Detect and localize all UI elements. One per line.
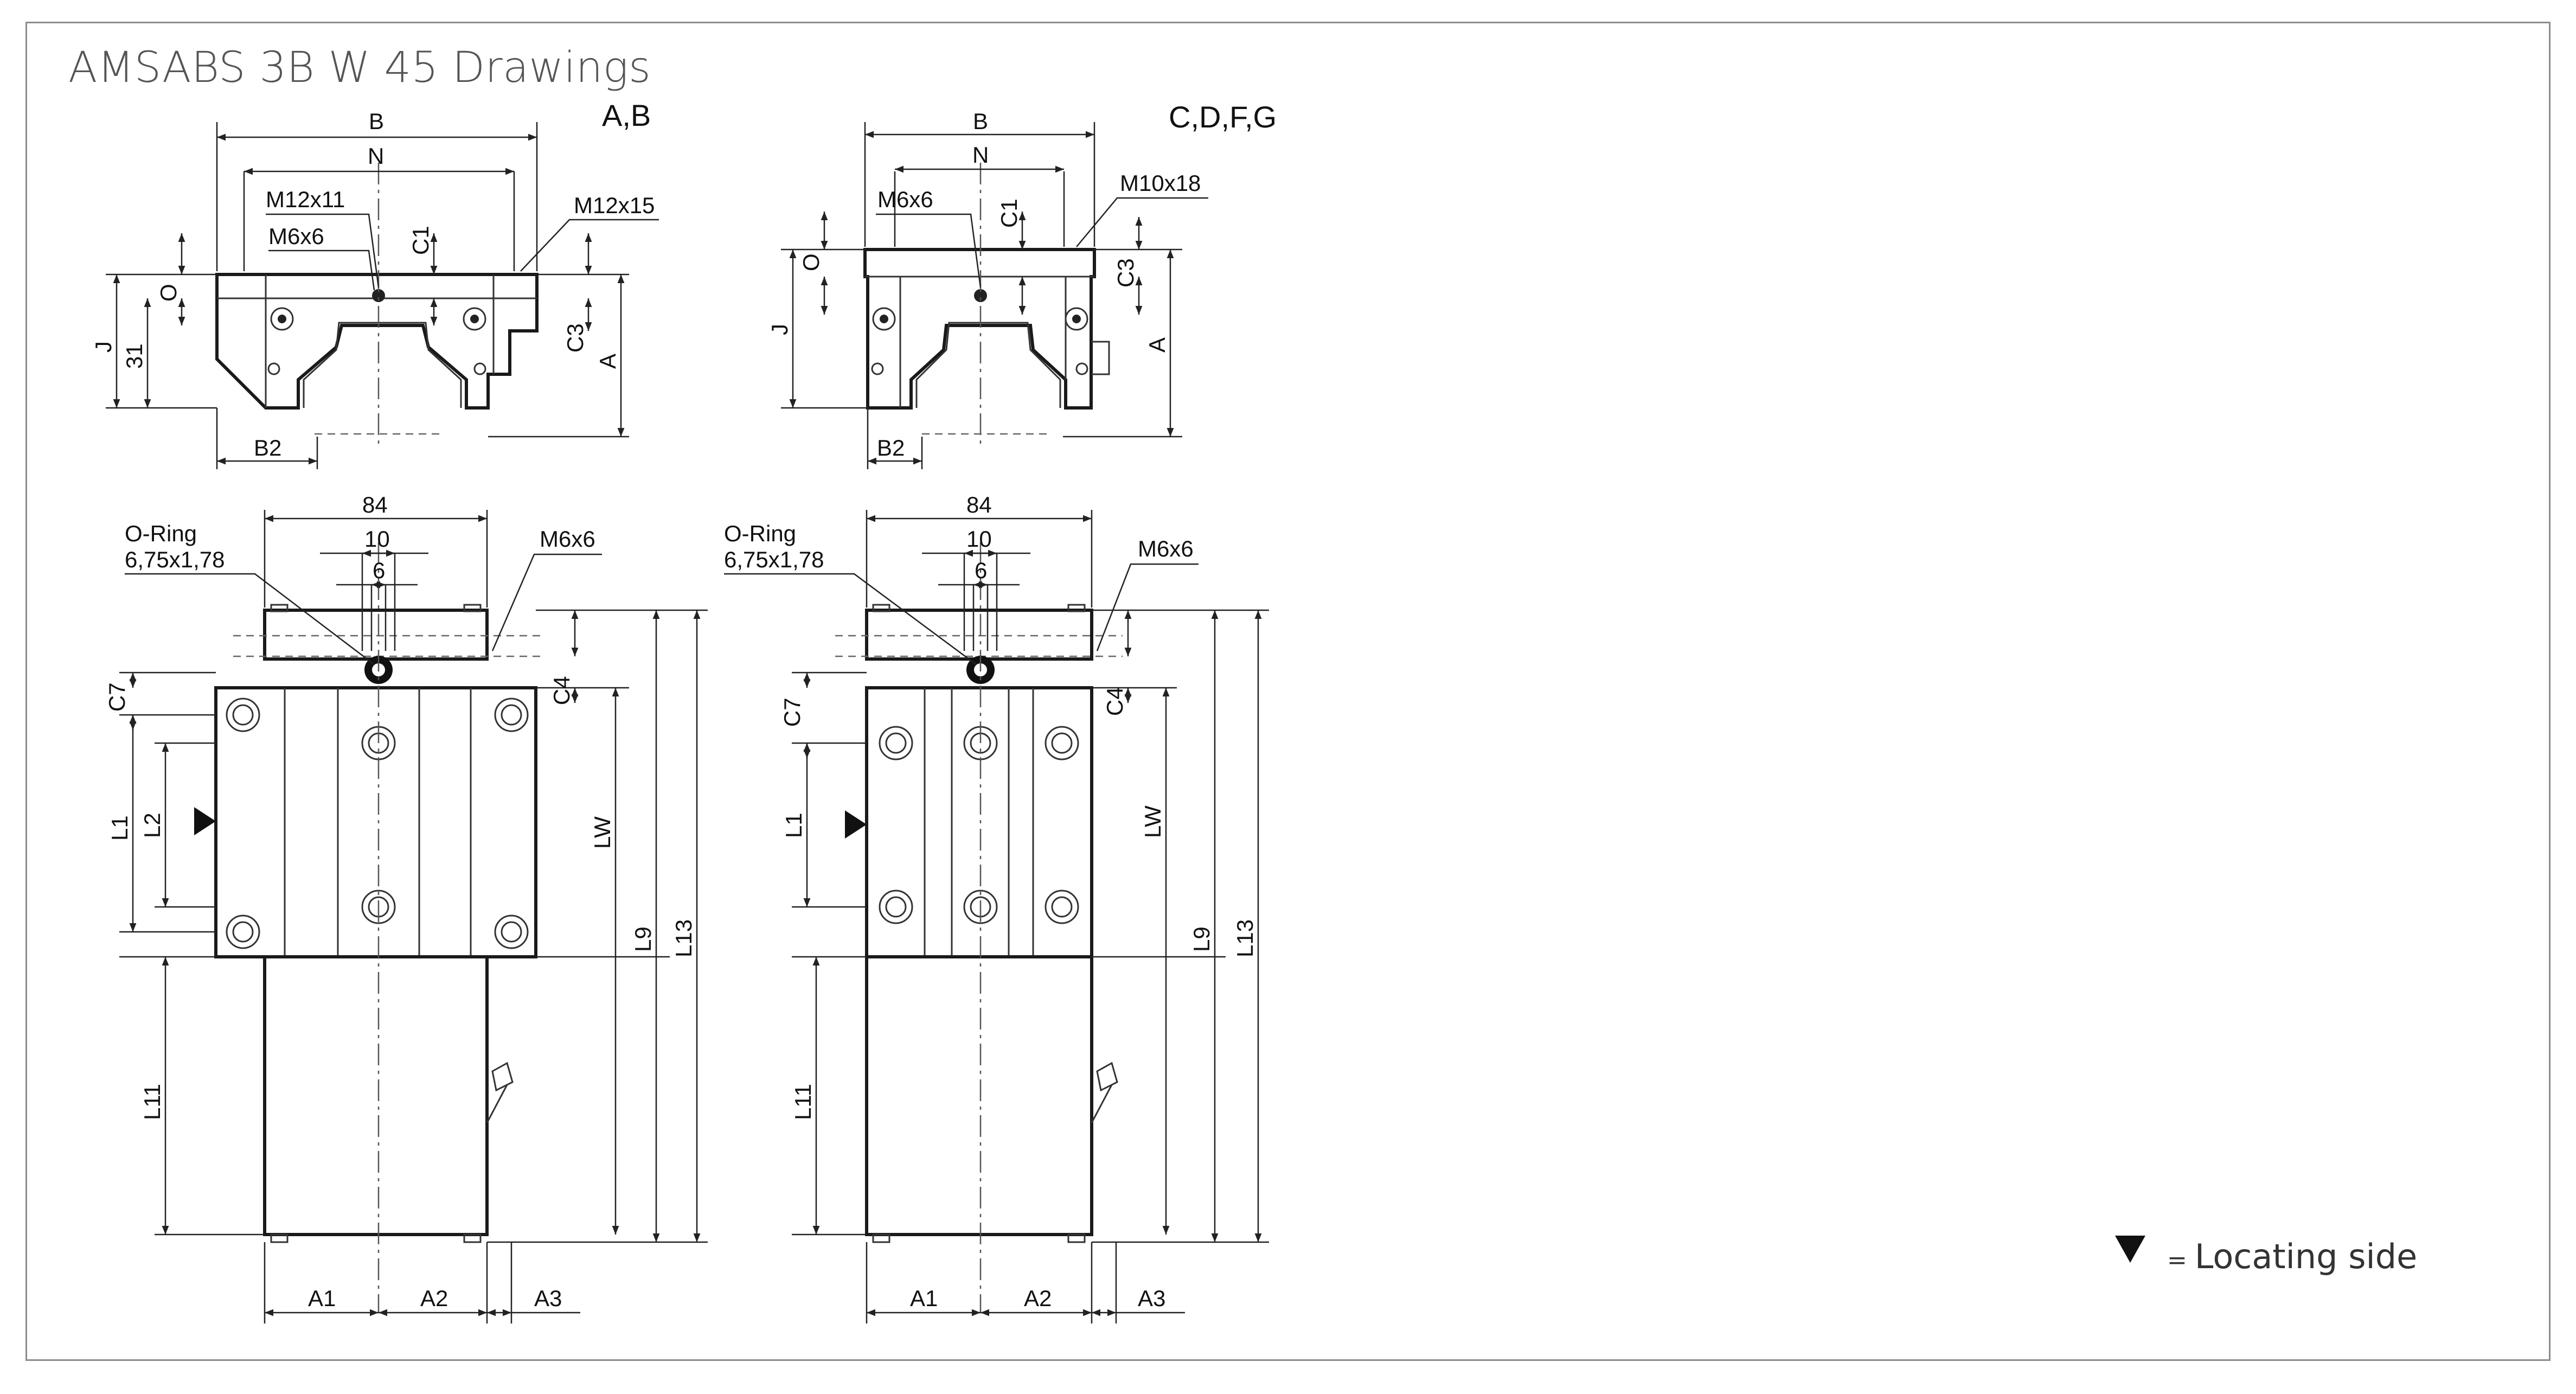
- label-m12x11: M12x11: [266, 187, 345, 212]
- label-oring-size-cdfg: 6,75x1,78: [724, 547, 824, 572]
- dim-l11-ab: L11: [139, 1084, 165, 1120]
- dim-a3-cdfg: A3: [1138, 1286, 1165, 1311]
- dim-c7-cdfg: C7: [779, 698, 805, 727]
- carriage-outline-ab: [215, 273, 539, 410]
- dim-o-ab: O: [156, 284, 181, 302]
- dim-c4-cdfg: C4: [1102, 687, 1127, 716]
- dim-10-ab: 10: [364, 526, 390, 552]
- dim-a-ab: A: [595, 354, 620, 369]
- dim-a1-ab: A1: [308, 1286, 336, 1311]
- locating-side-marker-cdfg: [845, 810, 867, 839]
- dim-n-ab: N: [368, 143, 384, 169]
- locating-side-triangle-icon: [2115, 1235, 2145, 1263]
- top-view-ab: 84 10 6 O-Ring 6,75x1,78 M6x6 C7 L1 L2 L…: [104, 492, 708, 1323]
- dim-l13-ab: L13: [671, 919, 696, 957]
- dim-6-ab: 6: [373, 558, 385, 583]
- top-view-cdfg: 84 10 6 O-Ring 6,75x1,78 M6x6 C7 L1 L11: [724, 492, 1269, 1323]
- dim-l11-cdfg: L11: [790, 1084, 816, 1120]
- end-view-cdfg: C,D,F,G B N: [767, 100, 1277, 469]
- dim-10-cdfg: 10: [966, 526, 992, 552]
- label-m12x15: M12x15: [574, 193, 655, 218]
- page-title: AMSABS 3B W 45 Drawings: [68, 43, 651, 92]
- dim-6-cdfg: 6: [975, 558, 987, 583]
- dim-o-cdfg: O: [798, 253, 824, 271]
- dim-a3-ab: A3: [534, 1286, 562, 1311]
- legend-equals: =: [2167, 1246, 2187, 1274]
- locating-side-marker-ab: [194, 807, 216, 835]
- dim-84-cdfg: 84: [966, 492, 992, 517]
- label-oring-ab: O-Ring: [125, 521, 197, 546]
- dim-lw-cdfg: LW: [1140, 805, 1165, 838]
- view-tag-ab: A,B: [602, 98, 651, 132]
- dim-b-cdfg: B: [973, 108, 988, 134]
- label-m6x6-cdfg: M6x6: [877, 187, 933, 212]
- end-view-ab: A,B: [91, 98, 659, 469]
- rail-ab: [263, 955, 489, 1236]
- view-tag-cdfg: C,D,F,G: [1169, 100, 1277, 134]
- dim-l9-ab: L9: [630, 926, 656, 952]
- dim-l2-ab: L2: [139, 813, 165, 838]
- sheet-border: [25, 22, 2551, 1361]
- dim-l9-cdfg: L9: [1189, 926, 1214, 952]
- dim-c1-cdfg: C1: [996, 199, 1022, 228]
- end-cap-ab: [263, 609, 489, 661]
- dim-l1-ab: L1: [107, 815, 132, 841]
- label-m6x6-top-cdfg: M6x6: [1138, 536, 1194, 561]
- dim-j-ab: J: [91, 341, 116, 353]
- dim-n-cdfg: N: [972, 142, 989, 168]
- dim-lw-ab: LW: [589, 816, 615, 849]
- label-m6x6-top-ab: M6x6: [540, 526, 595, 552]
- dim-j-cdfg: J: [767, 324, 792, 335]
- legend: =Locating side: [2115, 1235, 2418, 1276]
- dim-84-ab: 84: [362, 492, 388, 517]
- dim-31-ab: 31: [121, 343, 147, 369]
- dim-c7-ab: C7: [104, 682, 130, 712]
- dim-a-cdfg: A: [1144, 337, 1170, 353]
- rail-profile-ab: [303, 322, 462, 408]
- dim-a2-ab: A2: [420, 1286, 448, 1311]
- dim-b-ab: B: [369, 108, 384, 134]
- dim-a2-cdfg: A2: [1024, 1286, 1052, 1311]
- label-m10x18: M10x18: [1120, 170, 1201, 196]
- label-m6x6-ab: M6x6: [268, 223, 324, 249]
- end-cap-cdfg: [865, 609, 1093, 661]
- dim-l13-cdfg: L13: [1232, 919, 1258, 957]
- rail-cdfg: [865, 955, 1093, 1236]
- dim-c3-cdfg: C3: [1113, 258, 1138, 287]
- label-oring-size-ab: 6,75x1,78: [125, 547, 225, 572]
- dim-c4-ab: C4: [549, 676, 574, 705]
- legend-text: Locating side: [2194, 1237, 2418, 1276]
- dim-c3-ab: C3: [562, 323, 588, 353]
- dim-c1-ab: C1: [408, 226, 433, 255]
- rail-profile-cdfg: [915, 322, 1061, 408]
- dim-b2-cdfg: B2: [877, 435, 905, 461]
- label-oring-cdfg: O-Ring: [724, 521, 796, 546]
- dim-b2-ab: B2: [254, 435, 281, 461]
- dim-a1-cdfg: A1: [910, 1286, 938, 1311]
- dim-l1-cdfg: L1: [781, 813, 806, 838]
